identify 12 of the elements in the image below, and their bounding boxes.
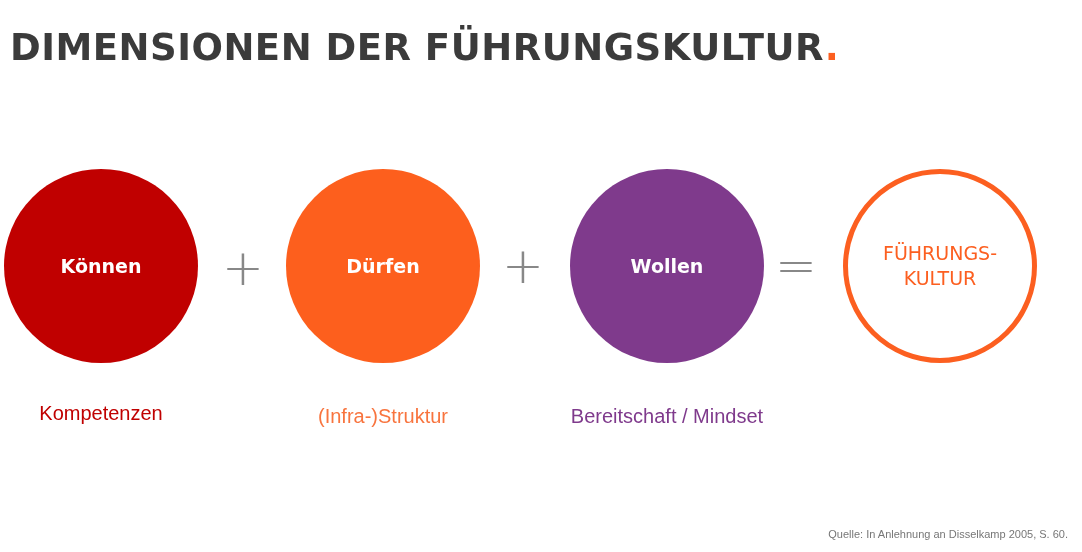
node-label: Bereitschaft / Mindset	[570, 405, 764, 428]
source-note: Quelle: In Anlehnung an Disselkamp 2005, S. 60.	[828, 528, 1068, 540]
operator-sign: +	[222, 243, 264, 293]
operator-sign: =	[775, 241, 817, 291]
title: DIMENSIONEN DER FÜHRUNGSKULTUR.	[10, 26, 840, 69]
node-label: (Infra-)Struktur	[318, 405, 448, 428]
circle-label: Können	[60, 255, 142, 277]
circle-label: FÜHRUNGS- KULTUR	[881, 241, 999, 291]
operator-sign: +	[502, 241, 544, 291]
node-label: Kompetenzen	[39, 402, 163, 425]
circle-label: Dürfen	[346, 255, 420, 277]
circle-label: Wollen	[630, 255, 704, 277]
